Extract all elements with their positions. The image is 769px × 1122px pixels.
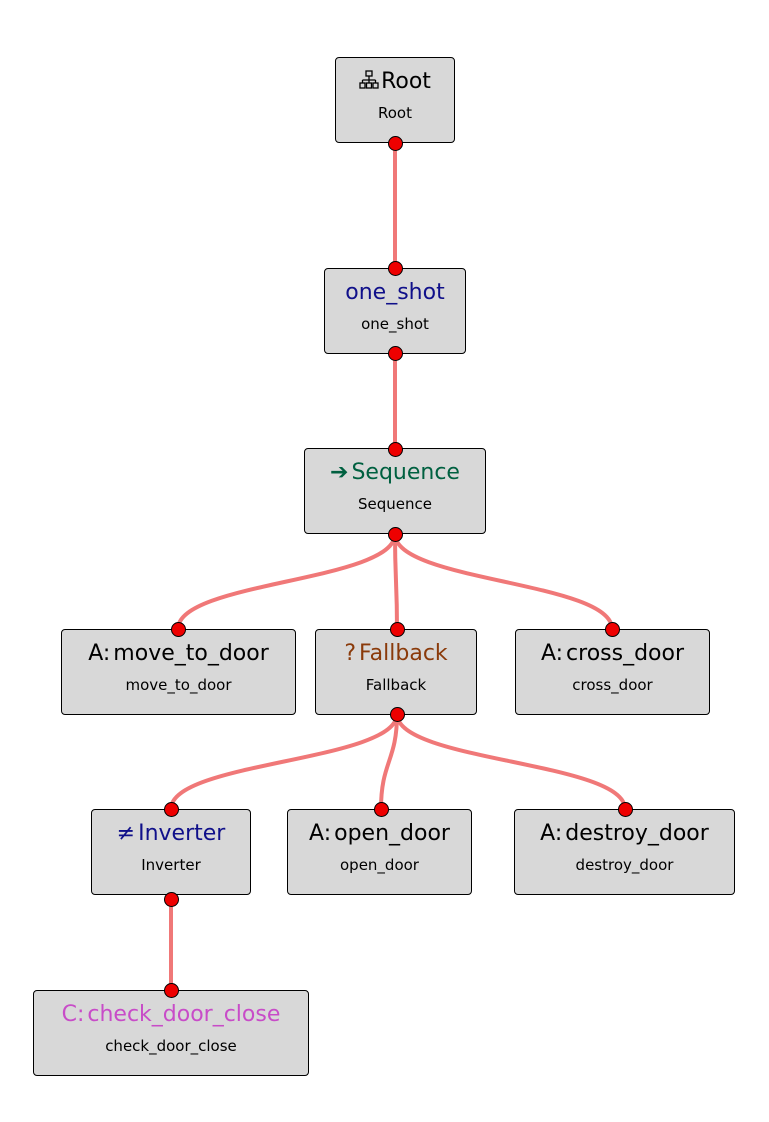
edge-fallback-to-inverter	[169, 713, 399, 810]
port-top-inverter[interactable]	[163, 801, 179, 817]
node-title-text: Inverter	[138, 821, 226, 846]
question-mark-icon: ?	[344, 641, 357, 666]
node-title: ?Fallback	[316, 639, 476, 669]
port-top-check-door-close[interactable]	[163, 982, 179, 998]
edge-sequence-to-cross_door	[393, 533, 614, 630]
node-subtitle: move_to_door	[125, 676, 232, 694]
node-type-prefix: A:	[88, 641, 111, 666]
port-top-sequence[interactable]	[387, 441, 403, 457]
edge-sequence-to-fallback	[393, 533, 399, 630]
node-type-prefix: A:	[540, 641, 564, 666]
node-title: ➔Sequence	[305, 458, 485, 488]
edge-fallback-to-open_door	[379, 713, 399, 810]
node-type-prefix: A:	[309, 821, 332, 846]
edge-sequence-to-move_to_door	[176, 533, 397, 630]
node-title: C:check_door_close	[34, 1000, 308, 1030]
arrow-right-icon: ➔	[330, 460, 349, 485]
node-subtitle: cross_door	[572, 676, 653, 694]
port-top-one-shot[interactable]	[387, 260, 403, 276]
node-title: Root	[336, 67, 454, 97]
node-title: ≠Inverter	[92, 819, 250, 849]
port-top-fallback[interactable]	[389, 621, 405, 637]
node-title-text: one_shot	[345, 280, 445, 305]
port-top-cross-door[interactable]	[604, 621, 620, 637]
node-title: A:cross_door	[516, 639, 709, 669]
node-type-prefix: A:	[540, 821, 563, 846]
node-subtitle: open_door	[340, 856, 419, 874]
port-top-open-door[interactable]	[373, 801, 389, 817]
node-subtitle: Fallback	[365, 676, 427, 694]
node-subtitle: Root	[378, 104, 412, 122]
node-subtitle: destroy_door	[575, 856, 674, 874]
node-title-text: destroy_door	[565, 821, 709, 846]
port-bottom-one-shot[interactable]	[387, 345, 403, 361]
node-title: one_shot	[325, 278, 465, 308]
port-top-destroy-door[interactable]	[617, 801, 633, 817]
node-one-shot[interactable]: one_shot one_shot	[324, 268, 466, 354]
port-top-move-to-door[interactable]	[170, 621, 186, 637]
port-bottom-fallback[interactable]	[389, 706, 405, 722]
node-title-text: Sequence	[351, 460, 460, 485]
not-equal-icon: ≠	[116, 821, 136, 846]
node-title: A:move_to_door	[62, 639, 295, 669]
node-type-prefix: C:	[61, 1002, 85, 1027]
node-title-text: cross_door	[566, 641, 685, 666]
node-title-text: Root	[381, 69, 431, 94]
node-subtitle: one_shot	[361, 315, 429, 333]
port-bottom-sequence[interactable]	[387, 526, 403, 542]
node-title-text: Fallback	[359, 641, 448, 666]
node-title: A:destroy_door	[515, 819, 734, 849]
node-title-text: open_door	[334, 821, 450, 846]
node-title-text: check_door_close	[87, 1002, 281, 1027]
org-chart-icon	[359, 69, 381, 94]
edge-fallback-to-destroy_door	[395, 713, 627, 810]
node-subtitle: Inverter	[141, 856, 201, 874]
port-bottom-inverter[interactable]	[163, 891, 179, 907]
node-subtitle: Sequence	[358, 495, 432, 513]
node-subtitle: check_door_close	[105, 1037, 237, 1055]
port-bottom-root[interactable]	[387, 135, 403, 151]
node-title-text: move_to_door	[113, 641, 269, 666]
node-title: A:open_door	[288, 819, 471, 849]
